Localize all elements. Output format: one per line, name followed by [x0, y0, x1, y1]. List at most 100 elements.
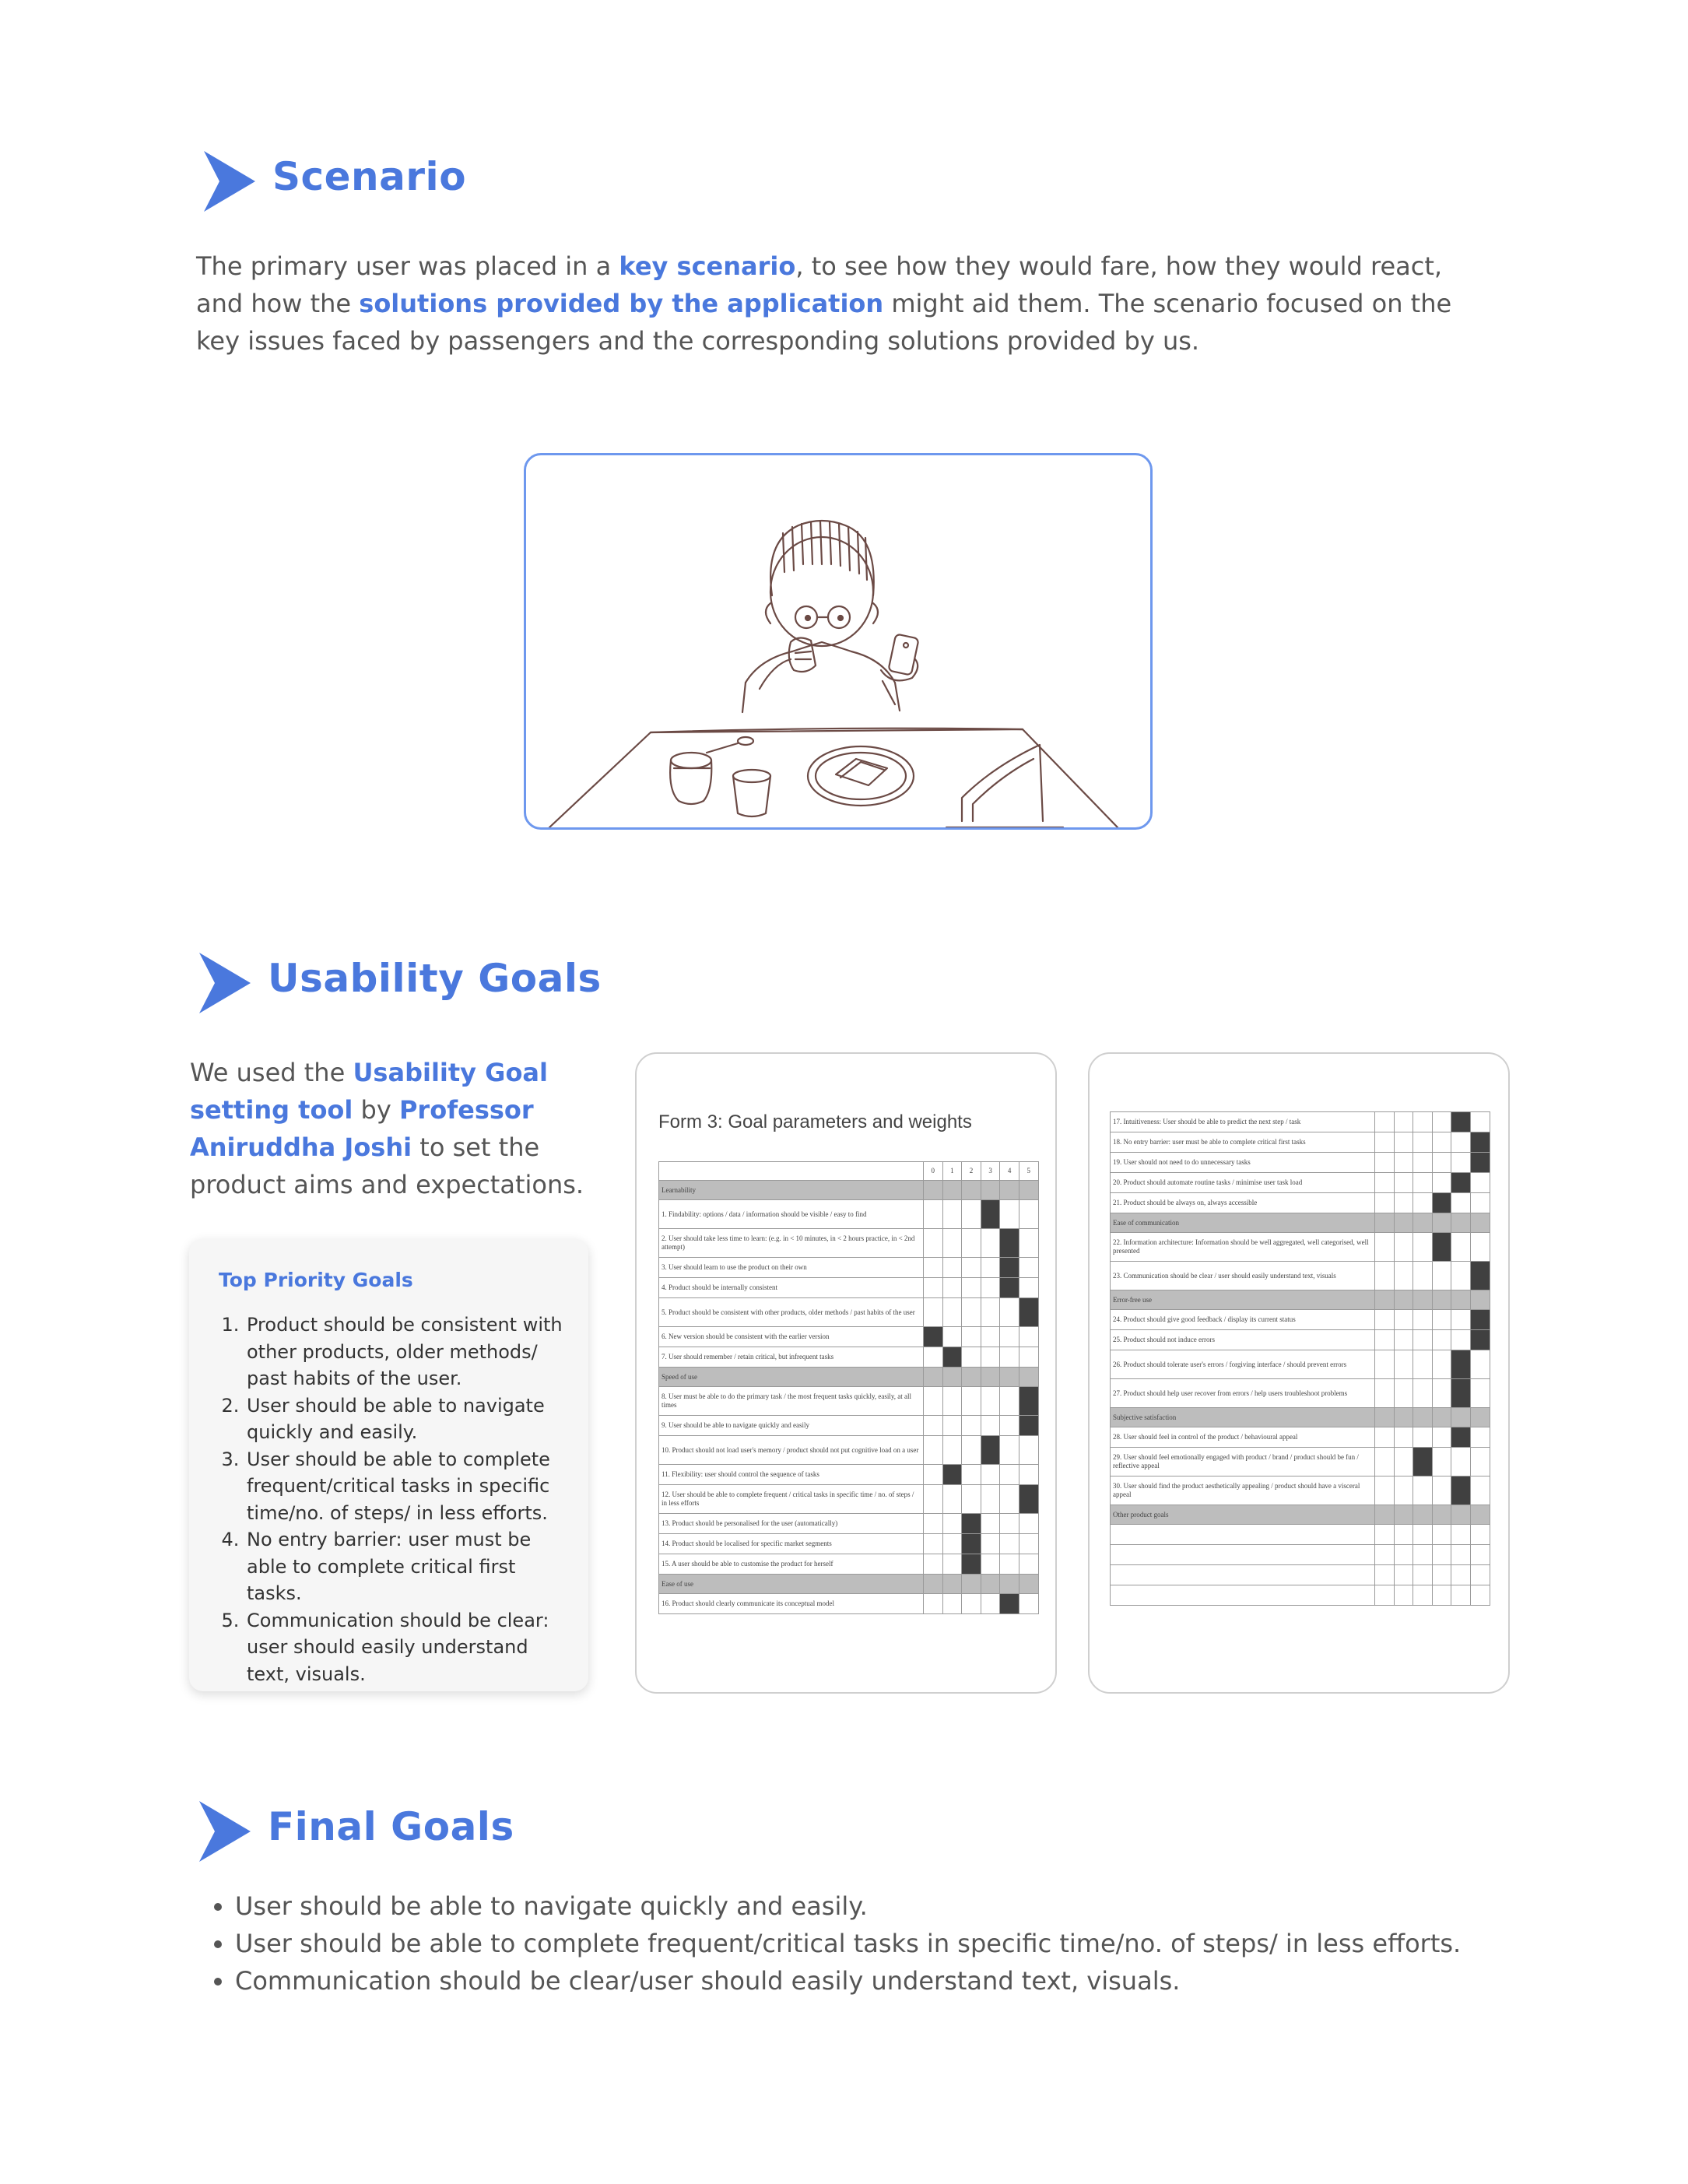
- goal-row: 30. User should find the product aesthet…: [1110, 1476, 1490, 1505]
- person-eating-with-phone-sketch: [548, 519, 1119, 827]
- weight-cell: [1431, 1564, 1452, 1585]
- goal-row: 8. User must be able to do the primary t…: [658, 1386, 1039, 1416]
- goal-label: 15. A user should be able to customise t…: [658, 1554, 924, 1575]
- weight-cell: [1393, 1350, 1414, 1379]
- category-cell: [1431, 1290, 1452, 1310]
- category-cell: [1393, 1505, 1414, 1525]
- goal-label: 5. Product should be consistent with oth…: [658, 1297, 924, 1327]
- weight-cell: [961, 1199, 981, 1229]
- weight-cell: [1469, 1476, 1490, 1505]
- priority-item: Product should be consistent with other …: [245, 1311, 570, 1392]
- weight-cell: [942, 1386, 963, 1416]
- weight-cell: [1431, 1111, 1452, 1132]
- category-cell: [923, 1574, 943, 1594]
- goal-row: 13. Product should be personalised for t…: [658, 1513, 1039, 1534]
- goal-row: 18. No entry barrier: user must be able …: [1110, 1132, 1490, 1153]
- weight-cell: [1393, 1585, 1414, 1606]
- weight-cell: [1374, 1111, 1395, 1132]
- category-cell: [1393, 1213, 1414, 1233]
- category-cell: [942, 1574, 963, 1594]
- weight-cell: [923, 1199, 943, 1229]
- priority-item: No entry barrier: user must be able to c…: [245, 1526, 570, 1607]
- goal-label: 14. Product should be localised for spec…: [658, 1533, 924, 1554]
- goal-label: 11. Flexibility: user should control the…: [658, 1464, 924, 1485]
- category-cell: [1469, 1407, 1490, 1427]
- weight-cell: [1431, 1476, 1452, 1505]
- weight-cell: [942, 1257, 963, 1278]
- goal-row: 11. Flexibility: user should control the…: [658, 1464, 1039, 1485]
- weight-selected-cell: [1018, 1415, 1039, 1436]
- weight-selected-cell: [1451, 1350, 1471, 1379]
- usability-paragraph: We used the Usability Goal setting tool …: [190, 1054, 595, 1203]
- form-title: Form 3: Goal parameters and weights: [658, 1111, 972, 1132]
- weight-selected-cell: [1451, 1427, 1471, 1448]
- weight-cell: [1374, 1585, 1395, 1606]
- weight-cell: [1374, 1309, 1395, 1330]
- weight-cell: [1374, 1132, 1395, 1153]
- weight-cell: [1413, 1544, 1433, 1565]
- goal-parameters-table-right: 17. Intuitiveness: User should be able t…: [1110, 1111, 1490, 1606]
- weight-cell: [1393, 1447, 1414, 1476]
- weight-cell: [1374, 1232, 1395, 1262]
- weight-cell: [1413, 1476, 1433, 1505]
- weight-cell: [923, 1257, 943, 1278]
- category-cell: [1393, 1407, 1414, 1427]
- scenario-title: Scenario: [272, 154, 467, 199]
- usability-goal-tool-link: Usability Goal setting tool: [190, 1058, 548, 1125]
- scale-header-cell: 5: [1018, 1161, 1039, 1181]
- weight-cell: [1451, 1261, 1471, 1290]
- weight-cell: [923, 1554, 943, 1575]
- weight-selected-cell: [961, 1533, 981, 1554]
- category-cell: [1431, 1407, 1452, 1427]
- weight-cell: [1469, 1447, 1490, 1476]
- weight-cell: [1451, 1232, 1471, 1262]
- weight-selected-cell: [1469, 1329, 1490, 1350]
- weight-cell: [1469, 1350, 1490, 1379]
- goal-label: 23. Communication should be clear / user…: [1110, 1261, 1375, 1290]
- weight-cell: [1393, 1172, 1414, 1193]
- goal-row: 12. User should be able to complete freq…: [658, 1484, 1039, 1514]
- category-row: Other product goals: [1110, 1505, 1490, 1525]
- category-cell: [1469, 1505, 1490, 1525]
- weight-cell: [1469, 1232, 1490, 1262]
- weight-cell: [1431, 1447, 1452, 1476]
- weight-cell: [1393, 1111, 1414, 1132]
- weight-selected-cell: [1431, 1232, 1452, 1262]
- weight-cell: [942, 1297, 963, 1327]
- category-cell: [1374, 1407, 1395, 1427]
- weight-cell: [1469, 1585, 1490, 1606]
- weight-cell: [1374, 1378, 1395, 1408]
- goal-row: 17. Intuitiveness: User should be able t…: [1110, 1111, 1490, 1132]
- goal-label: 18. No entry barrier: user must be able …: [1110, 1132, 1375, 1153]
- category-row: Learnability: [658, 1180, 1039, 1200]
- goal-label: 27. Product should help user recover fro…: [1110, 1378, 1375, 1408]
- goal-label: [1110, 1544, 1375, 1565]
- category-cell: [1413, 1290, 1433, 1310]
- category-cell: [980, 1574, 1001, 1594]
- goal-label: 12. User should be able to complete freq…: [658, 1484, 924, 1514]
- category-label: Learnability: [658, 1180, 924, 1200]
- weight-selected-cell: [1431, 1192, 1452, 1213]
- goal-label: 2. User should take less time to learn: …: [658, 1228, 924, 1258]
- goal-row: 2. User should take less time to learn: …: [658, 1228, 1039, 1258]
- weight-cell: [1393, 1524, 1414, 1545]
- weight-cell: [1374, 1192, 1395, 1213]
- goal-row: 22. Information architecture: Informatio…: [1110, 1232, 1490, 1262]
- weight-cell: [1451, 1564, 1471, 1585]
- category-label: Ease of communication: [1110, 1213, 1375, 1233]
- priority-item: User should be able to complete frequent…: [245, 1446, 570, 1527]
- weight-cell: [1374, 1329, 1395, 1350]
- priority-item: User should be able to navigate quickly …: [245, 1392, 570, 1446]
- goal-label: 19. User should not need to do unnecessa…: [1110, 1152, 1375, 1173]
- weight-cell: [1469, 1544, 1490, 1565]
- category-label: Other product goals: [1110, 1505, 1375, 1525]
- category-row: Speed of use: [658, 1367, 1039, 1387]
- weight-cell: [1451, 1329, 1471, 1350]
- weight-cell: [980, 1347, 1001, 1368]
- weight-cell: [999, 1513, 1019, 1534]
- weight-cell: [1431, 1585, 1452, 1606]
- weight-cell: [1018, 1228, 1039, 1258]
- weight-cell: [1431, 1378, 1452, 1408]
